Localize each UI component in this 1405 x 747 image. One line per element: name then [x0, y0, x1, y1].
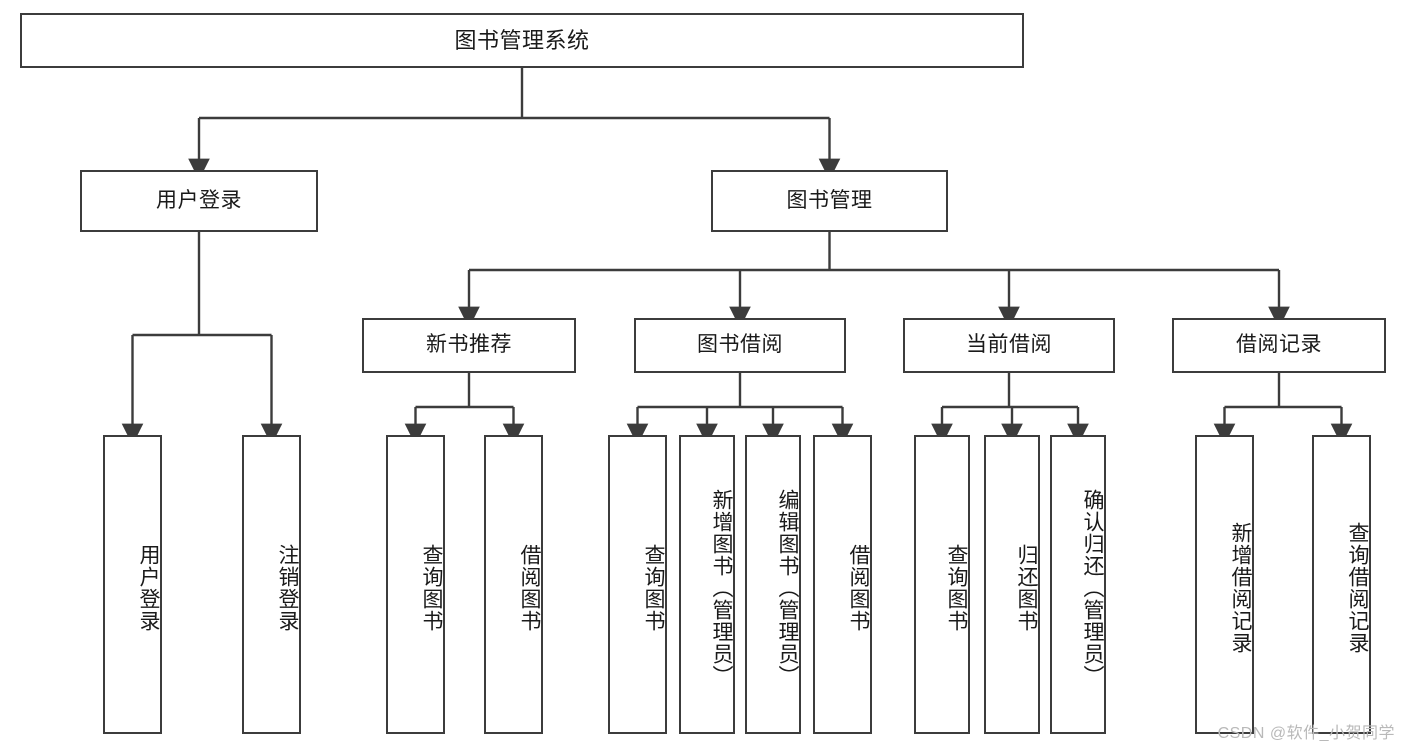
node-label: 借阅记录 [1236, 333, 1322, 357]
node-label: 新增图书（管理员） [710, 488, 733, 687]
node-l4: 借阅图书 [484, 435, 543, 734]
node-bookmgmt: 图书管理 [711, 170, 948, 232]
node-l8: 借阅图书 [813, 435, 872, 734]
node-label: 用户登录 [156, 188, 242, 212]
node-label: 确认归还（管理员） [1081, 488, 1104, 687]
node-l1: 用户登录 [103, 435, 162, 734]
node-label: 归还图书 [1015, 543, 1038, 632]
node-borrow: 图书借阅 [634, 318, 846, 373]
node-label: 新增借阅记录 [1229, 521, 1252, 654]
node-label: 用户登录 [137, 543, 160, 632]
node-l9: 查询图书 [914, 435, 970, 734]
node-label: 图书借阅 [697, 333, 783, 357]
node-l10: 归还图书 [984, 435, 1040, 734]
node-record: 借阅记录 [1172, 318, 1386, 373]
node-label: 查询借阅记录 [1346, 521, 1369, 654]
node-l3: 查询图书 [386, 435, 445, 734]
node-label: 当前借阅 [966, 333, 1052, 357]
node-label: 查询图书 [945, 543, 968, 632]
node-l7: 编辑图书（管理员） [745, 435, 801, 734]
node-label: 注销登录 [276, 543, 299, 632]
node-label: 编辑图书（管理员） [776, 488, 799, 687]
node-label: 查询图书 [642, 543, 665, 632]
node-label: 图书管理 [786, 188, 873, 212]
node-l12: 新增借阅记录 [1195, 435, 1254, 734]
node-current: 当前借阅 [903, 318, 1115, 373]
node-l5: 查询图书 [608, 435, 667, 734]
node-l13: 查询借阅记录 [1312, 435, 1371, 734]
node-login: 用户登录 [80, 170, 318, 232]
node-l6: 新增图书（管理员） [679, 435, 735, 734]
node-label: 图书管理系统 [454, 27, 590, 53]
node-l11: 确认归还（管理员） [1050, 435, 1106, 734]
node-label: 借阅图书 [847, 543, 870, 632]
node-label: 借阅图书 [518, 543, 541, 632]
node-root: 图书管理系统 [20, 13, 1024, 68]
node-newbook: 新书推荐 [362, 318, 576, 373]
node-label: 新书推荐 [426, 333, 512, 357]
node-label: 查询图书 [420, 543, 443, 632]
node-l2: 注销登录 [242, 435, 301, 734]
